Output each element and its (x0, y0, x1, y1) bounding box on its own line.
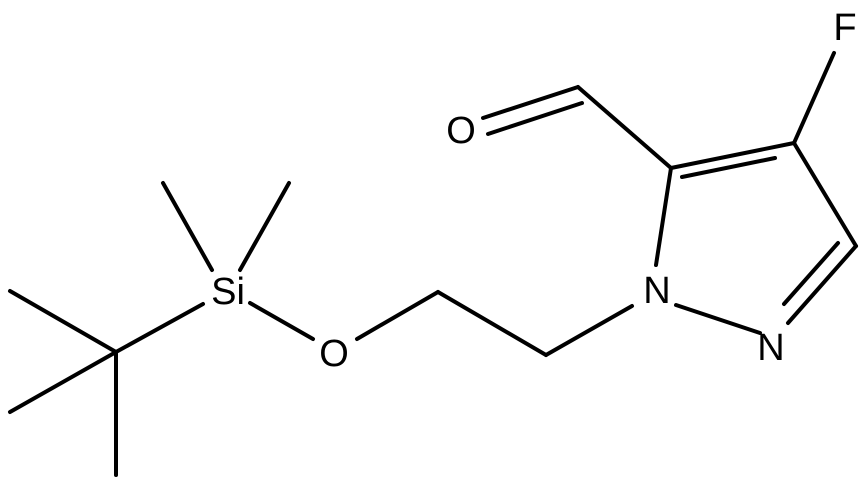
bond-n2-c3 (786, 244, 858, 325)
atom-ether-oxygen-label: O (319, 333, 349, 375)
atom-ring-nitrogen-2-label: N (757, 327, 784, 369)
bond-n1-n2 (674, 303, 762, 335)
bond-c4-c5 (669, 141, 796, 170)
bond-ch2-ch2 (436, 290, 548, 357)
bond-tbu-si (114, 302, 205, 354)
atom-ring-nitrogen-1-label: N (643, 270, 670, 312)
atom-silicon-label: Si (211, 271, 245, 313)
bond-c4-c5-inner (680, 156, 777, 179)
bond-si-methyl-left (161, 181, 214, 272)
bond-o-ch2 (355, 290, 440, 341)
bond-c3-c4 (792, 141, 858, 248)
bond-c4-f (792, 51, 836, 145)
bond-cho-o-double-lower (486, 101, 584, 136)
bond-si-o (248, 301, 315, 341)
bond-cho-o-double-upper (481, 85, 580, 120)
atom-aldehyde-oxygen-label: O (446, 110, 476, 152)
atom-fluorine-label: F (833, 7, 856, 49)
bond-c5-cho (576, 85, 673, 170)
bond-tbu-methyl-upper-left (8, 289, 118, 354)
bond-si-methyl-right (238, 181, 291, 272)
bond-ch2-n (544, 304, 634, 357)
bond-c5-n1 (654, 166, 673, 267)
bond-tbu-methyl-lower-left (8, 350, 118, 414)
bond-n2-c3-inner (782, 241, 840, 306)
